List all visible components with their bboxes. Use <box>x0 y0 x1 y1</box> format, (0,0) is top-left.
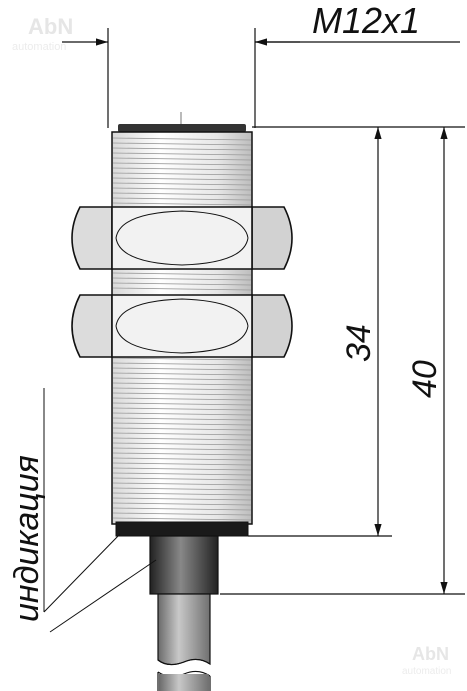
watermark-bottom-right: AbN automation <box>402 644 451 677</box>
svg-text:AbN: AbN <box>28 14 73 39</box>
thread-lines <box>112 137 252 521</box>
front-cap <box>118 124 246 132</box>
svg-text:automation: automation <box>12 41 66 53</box>
indication-leader <box>43 388 157 633</box>
thread-label: M12x1 <box>312 0 420 41</box>
cable <box>157 593 211 691</box>
indication-label: индикация <box>8 455 46 622</box>
watermark-top-left: AbN automation <box>12 14 73 53</box>
nut-lower <box>71 294 293 358</box>
dim-label-34: 34 <box>340 324 378 362</box>
dim-label-40: 40 <box>406 360 444 398</box>
cable-gland <box>149 535 219 595</box>
length-dimensions <box>220 126 465 595</box>
nut-upper <box>71 206 293 270</box>
svg-text:automation: automation <box>402 666 451 677</box>
thread-dimension <box>62 28 460 128</box>
svg-text:AbN: AbN <box>412 644 449 664</box>
indicator-ring <box>115 521 249 537</box>
